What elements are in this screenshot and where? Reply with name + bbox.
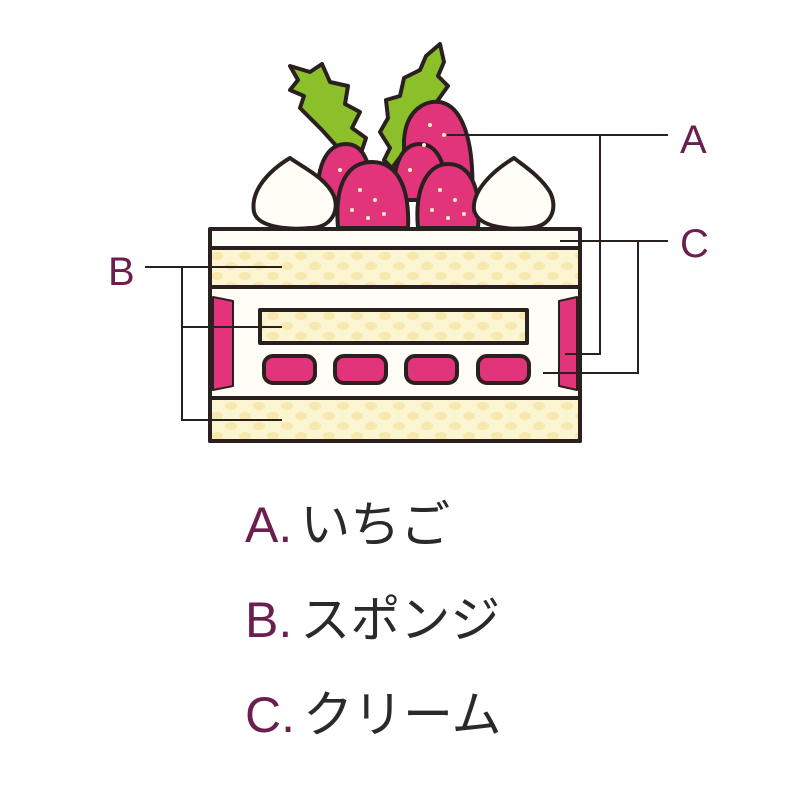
- strawberry-slice: [476, 354, 531, 385]
- side-strawberry-right: [558, 296, 578, 391]
- strawberry-slice: [404, 354, 459, 385]
- strawberry-slice: [333, 354, 388, 385]
- leader-lines: [145, 134, 668, 421]
- legend-text: いちご: [300, 496, 451, 554]
- cream-dollop: [471, 156, 556, 231]
- legend-item-a: A.いちご: [245, 495, 450, 555]
- callout-c: C: [680, 222, 709, 266]
- legend-item-c: C.クリーム: [245, 685, 502, 745]
- legend-key: B.: [245, 592, 293, 648]
- legend-text: スポンジ: [300, 591, 501, 649]
- callout-a: A: [680, 118, 707, 162]
- legend-item-b: B.スポンジ: [245, 590, 500, 650]
- legend-key: C.: [245, 687, 295, 743]
- legend-text: クリーム: [303, 686, 502, 744]
- callout-b: B: [108, 250, 135, 294]
- legend-key: A.: [245, 497, 293, 553]
- side-strawberry-left: [212, 296, 234, 391]
- strawberry-slice: [262, 354, 317, 385]
- middle-sponge-layer: [258, 308, 529, 345]
- strawberry-icon: [335, 160, 411, 230]
